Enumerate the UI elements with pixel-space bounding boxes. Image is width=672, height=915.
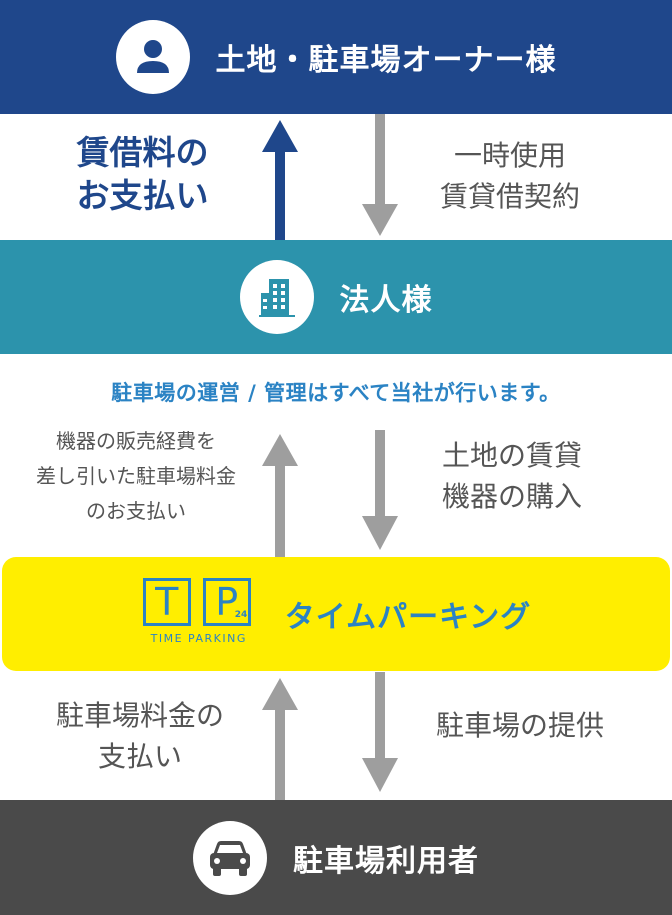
lease-contract-text: 一時使用 賃貸借契約 — [439, 139, 580, 213]
parking-provision-text: 駐車場の提供 — [435, 709, 604, 742]
logo-letter-p: P — [215, 580, 239, 624]
owner-icon-circle — [115, 20, 190, 94]
arrow-down-to-user — [362, 672, 398, 792]
arrow-down-to-tp — [362, 430, 398, 550]
building-icon — [258, 279, 295, 317]
user-icon-circle — [193, 820, 267, 895]
logo-letter-t: T — [155, 580, 179, 624]
timeparking-label: タイムパーキング — [284, 600, 532, 635]
arrow-up-to-tp — [262, 678, 298, 800]
land-lease-purchase-text: 土地の賃貸 機器の購入 — [441, 439, 582, 513]
fee-payout-text: 機器の販売経費を 差し引いた駐車場料金 のお支払い — [36, 429, 236, 523]
arrow-up-to-owner — [262, 120, 298, 240]
user-label: 駐車場利用者 — [293, 843, 479, 879]
rent-payment-text: 賃借料の お支払い — [76, 133, 209, 215]
corp-label: 法人様 — [339, 283, 433, 318]
user-band: 駐車場利用者 — [0, 800, 672, 915]
arrow-up-to-corp — [262, 434, 298, 557]
owner-label: 土地・駐車場オーナー様 — [215, 43, 557, 78]
parking-fee-payment-text: 駐車場料金の 支払い — [55, 699, 224, 773]
operation-note: 駐車場の運営 / 管理はすべて当社が行います。 — [111, 381, 561, 405]
timeparking-band: T P 24 TIME PARKING タイムパーキング — [2, 557, 670, 671]
arrow-down-to-corp — [362, 114, 398, 236]
corp-icon-circle — [239, 260, 314, 334]
owner-band: 土地・駐車場オーナー様 — [0, 0, 672, 114]
timeparking-logo: T P 24 TIME PARKING — [141, 576, 257, 652]
corp-band: 法人様 — [0, 240, 672, 354]
logo-sub: 24 — [234, 610, 248, 620]
logo-caption: TIME PARKING — [150, 632, 247, 645]
car-icon — [210, 840, 250, 876]
person-icon — [136, 40, 169, 73]
